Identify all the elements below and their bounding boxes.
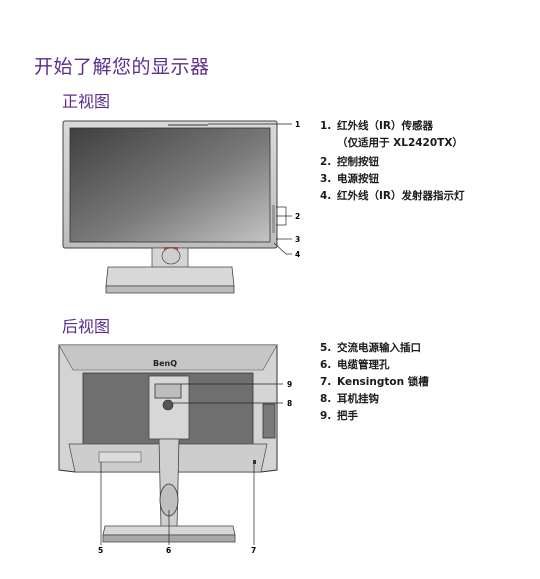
screen (69, 127, 271, 243)
front-legend-item-1: 1. 红外线（IR）传感器 （仅适用于 XL2420TX） (320, 120, 463, 149)
rear-legend-item-5: 5. 交流电源输入插口 (320, 342, 421, 354)
callout-8: 8 (287, 399, 292, 408)
front-legend-item-4: 4. 红外线（IR）发射器指示灯 (320, 190, 465, 202)
front-legend-item-2: 2. 控制按钮 (320, 156, 379, 168)
rear-legend-item-6: 6. 电缆管理孔 (320, 359, 390, 371)
rear-view-title: 后视图 (62, 317, 111, 336)
front-view-title: 正视图 (62, 92, 111, 111)
rear-legend: 5. 交流电源输入插口 6. 电缆管理孔 7. Kensington 锁槽 8.… (320, 340, 429, 425)
callout-7: 7 (251, 546, 256, 555)
rear-legend-item-7: 7. Kensington 锁槽 (320, 376, 429, 388)
callout-9: 9 (287, 380, 292, 389)
front-legend-item-3: 3. 电源按钮 (320, 173, 379, 185)
benq-logo: BenQ (153, 359, 177, 368)
front-legend: 1. 红外线（IR）传感器 （仅适用于 XL2420TX） 2. 控制按钮 3.… (320, 118, 465, 205)
headphone-hook (162, 399, 174, 411)
callout-1: 1 (295, 120, 300, 129)
callout-5: 5 (98, 546, 103, 555)
callout-4: 4 (295, 250, 300, 259)
callout-3: 3 (295, 235, 300, 244)
callout-2: 2 (295, 212, 300, 221)
rear-view-illustration: BenQ 9 8 5 6 7 (58, 344, 292, 555)
rear-legend-item-9: 9. 把手 (320, 410, 358, 422)
page-title: 开始了解您的显示器 (34, 56, 210, 78)
front-view-illustration: 1 2 3 4 (62, 120, 300, 294)
callout-6: 6 (166, 546, 171, 555)
rear-legend-item-8: 8. 耳机挂钩 (320, 393, 379, 405)
handle (154, 383, 182, 399)
